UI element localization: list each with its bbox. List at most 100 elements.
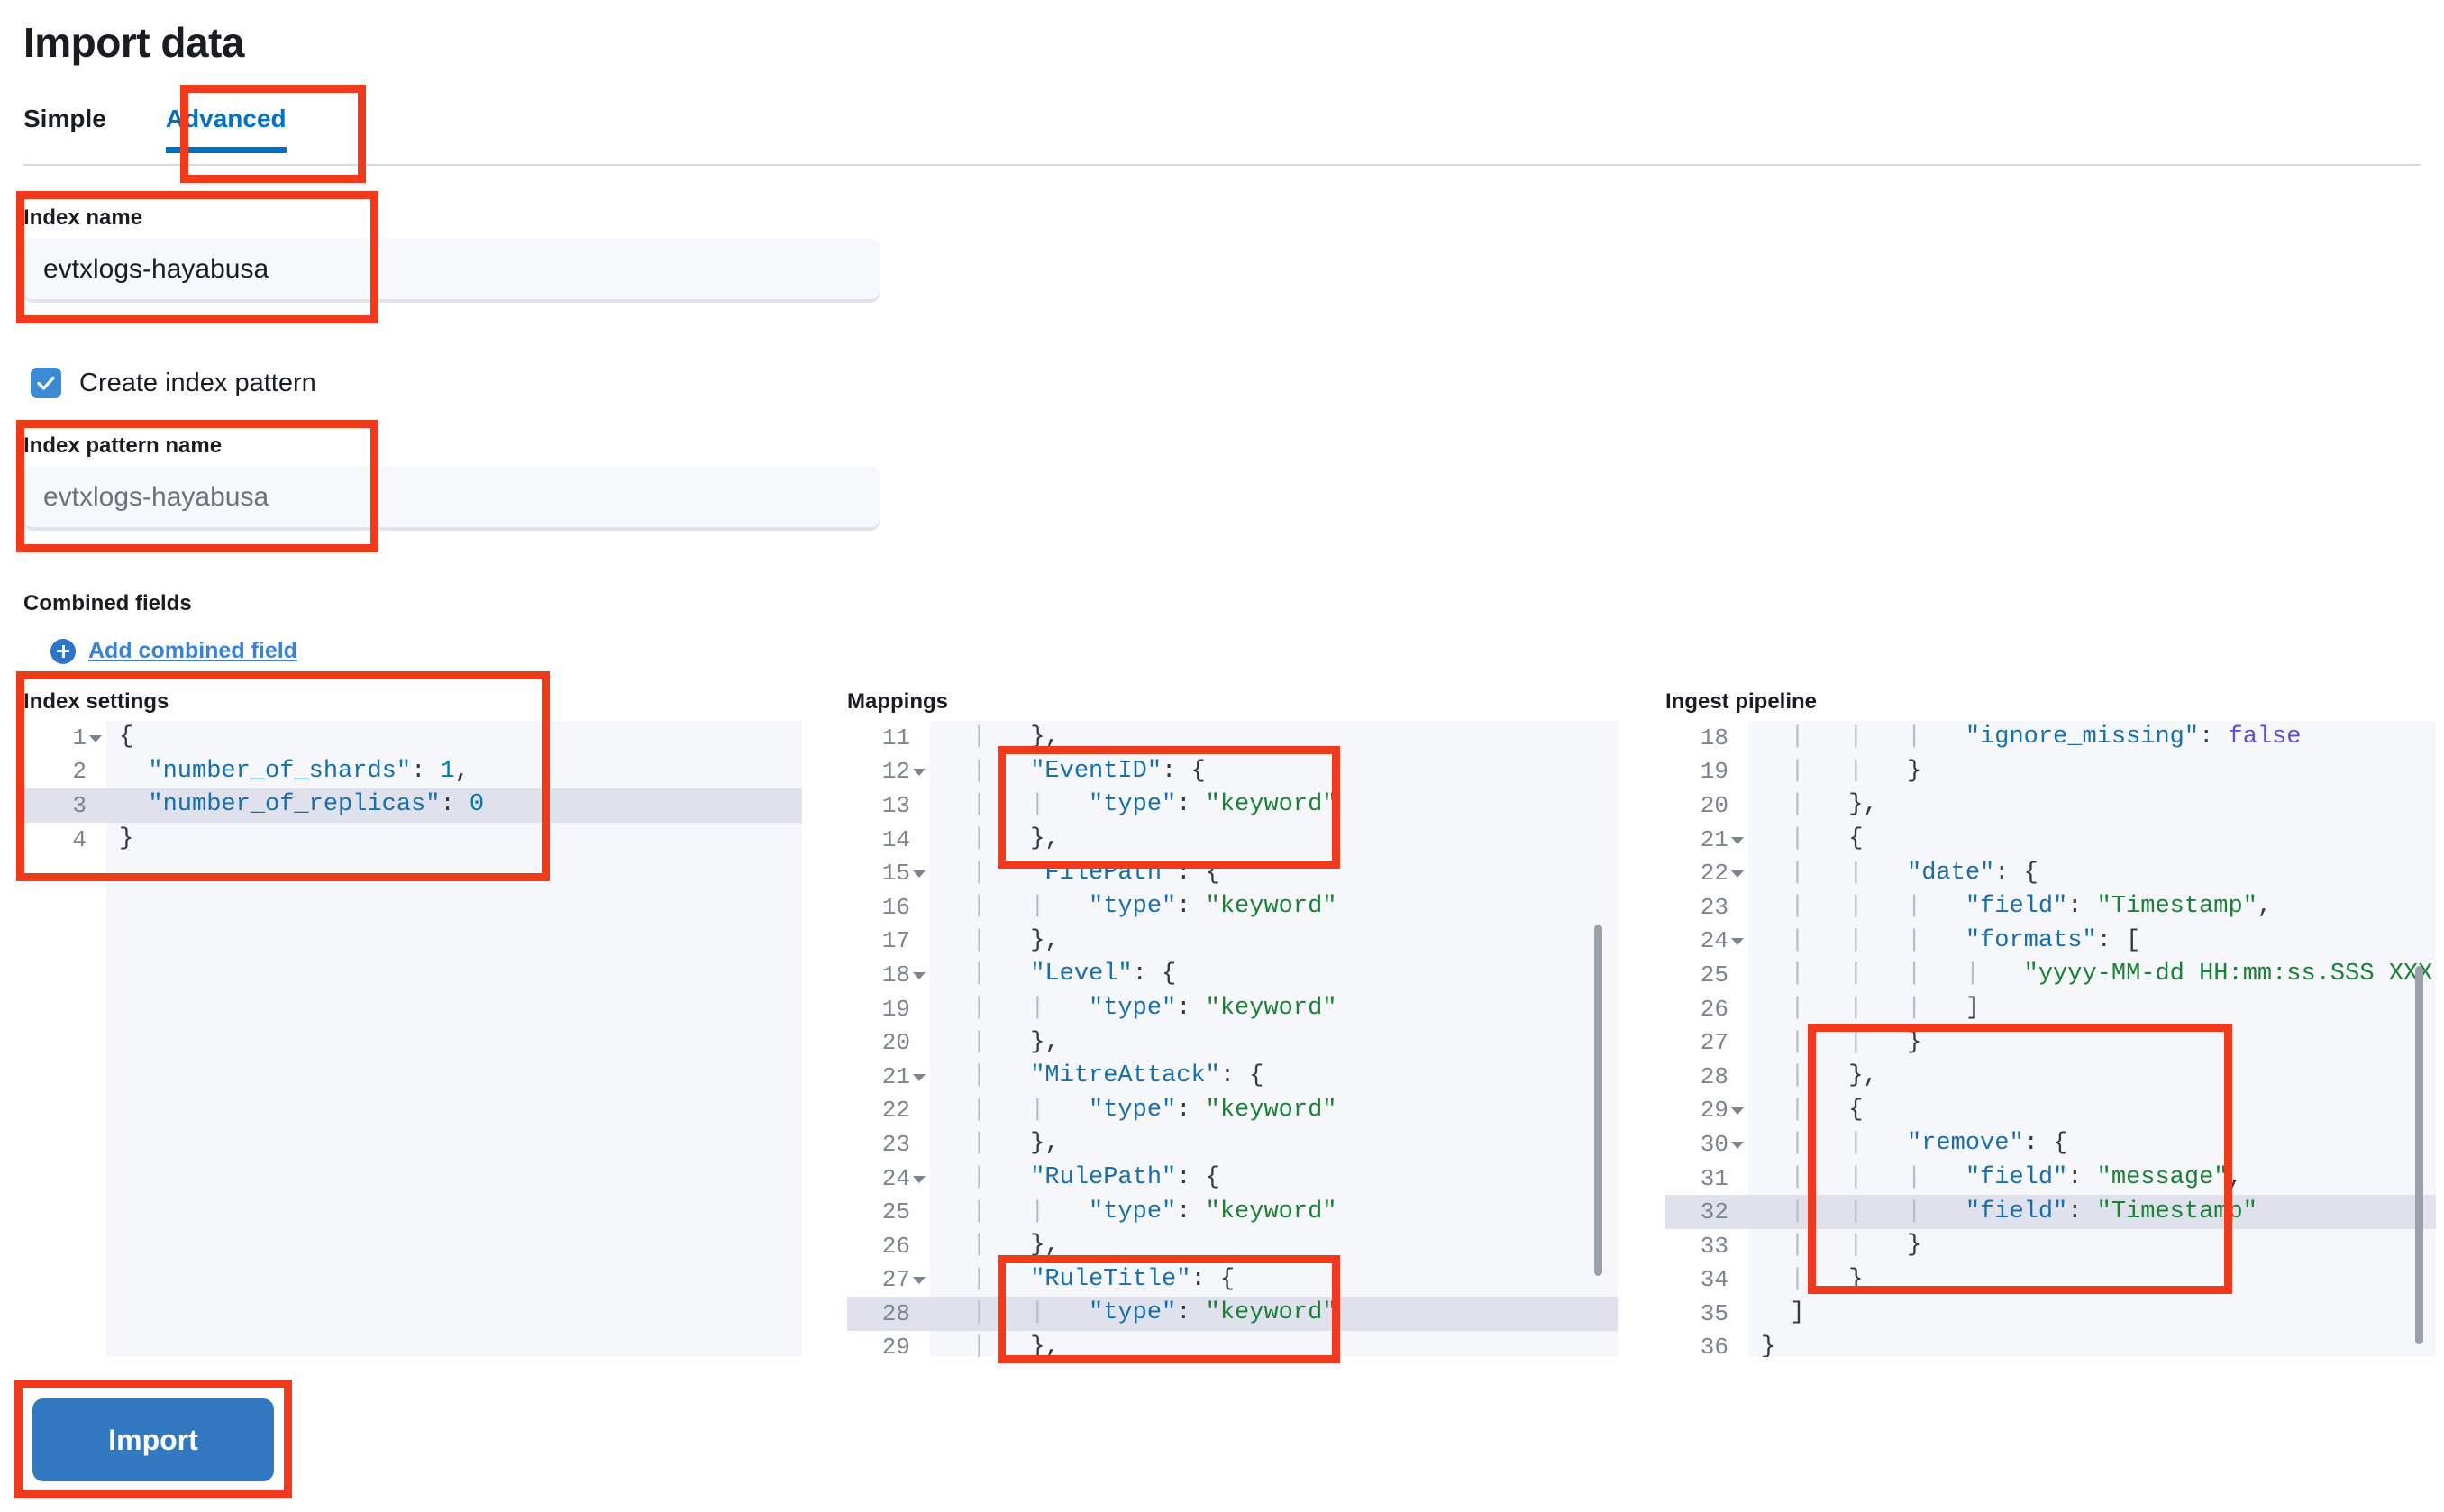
code-text: | "Level": { — [971, 961, 1177, 988]
line-number: 19 — [881, 995, 910, 1023]
code-line[interactable]: 3 "number_of_replicas": 0 — [23, 788, 802, 823]
code-line[interactable]: 27 | | } — [1665, 1025, 2436, 1060]
code-line[interactable]: 35 ] — [1665, 1297, 2436, 1331]
code-text: | "EventID": { — [971, 757, 1206, 785]
line-number: 24 — [1700, 927, 1728, 955]
code-text: | | "type": "keyword" — [971, 1198, 1337, 1225]
page-title: Import data — [23, 19, 244, 66]
line-number: 23 — [881, 1130, 910, 1158]
code-line[interactable]: 16 | | "type": "keyword" — [847, 890, 1618, 925]
code-line[interactable]: 2 "number_of_shards": 1, — [23, 755, 802, 789]
code-line[interactable]: 28 | }, — [1665, 1060, 2436, 1094]
line-number: 16 — [881, 893, 910, 921]
tab-simple[interactable]: Simple — [23, 105, 106, 132]
code-line[interactable]: 24 | | | "formats": [ — [1665, 925, 2436, 959]
code-text: | | "remove": { — [1790, 1130, 2068, 1158]
code-line[interactable]: 17 | }, — [847, 925, 1618, 959]
code-line[interactable]: 20 | }, — [1665, 788, 2436, 823]
plus-circle-icon — [50, 638, 76, 664]
code-line[interactable]: 23 | | | "field": "Timestamp", — [1665, 890, 2436, 925]
mappings-editor[interactable]: 11 | },12 | "EventID": {13 | | "type": "… — [847, 721, 1618, 1357]
code-line[interactable]: 25 | | "type": "keyword" — [847, 1195, 1618, 1229]
code-line[interactable]: 31 | | | "field": "message", — [1665, 1161, 2436, 1196]
line-number: 25 — [1700, 961, 1728, 988]
code-line[interactable]: 12 | "EventID": { — [847, 755, 1618, 789]
ingest-pipeline-title: Ingest pipeline — [1665, 689, 1818, 714]
code-line[interactable]: 11 | }, — [847, 721, 1618, 755]
gutter-background — [847, 721, 930, 1357]
code-text: | "RuleTitle": { — [971, 1265, 1236, 1293]
tab-advanced[interactable]: Advanced — [133, 97, 312, 153]
code-line[interactable]: 30 | | "remove": { — [1665, 1127, 2436, 1161]
code-line[interactable]: 18 | "Level": { — [847, 958, 1618, 992]
line-number: 26 — [881, 1232, 910, 1260]
code-line[interactable]: 22 | | "date": { — [1665, 856, 2436, 890]
line-number: 19 — [1700, 758, 1728, 786]
index-settings-editor[interactable]: 1{2 "number_of_shards": 1,3 "number_of_r… — [23, 721, 802, 1357]
line-number: 29 — [1700, 1097, 1728, 1125]
code-line[interactable]: 24 | "RulePath": { — [847, 1161, 1618, 1196]
code-line[interactable]: 29 | }, — [847, 1331, 1618, 1357]
line-number: 31 — [1700, 1164, 1728, 1192]
code-line[interactable]: 36} — [1665, 1331, 2436, 1357]
code-line[interactable]: 13 | | "type": "keyword" — [847, 788, 1618, 823]
code-line[interactable]: 32 | | | "field": "Timestamp" — [1665, 1195, 2436, 1229]
mappings-scrollbar[interactable] — [1594, 925, 1602, 1276]
create-index-pattern-checkbox[interactable]: Create index pattern — [31, 368, 316, 398]
code-line[interactable]: 22 | | "type": "keyword" — [847, 1094, 1618, 1128]
code-text: | }, — [1790, 791, 1878, 819]
index-name-input[interactable] — [23, 238, 880, 303]
code-line[interactable]: 29 | { — [1665, 1094, 2436, 1128]
code-text: | | | "ignore_missing": false — [1790, 724, 2302, 751]
code-text: | "MitreAttack": { — [971, 1062, 1264, 1090]
code-text: | | "type": "keyword" — [971, 791, 1337, 819]
code-line[interactable]: 21 | "MitreAttack": { — [847, 1060, 1618, 1094]
code-line[interactable]: 20 | }, — [847, 1025, 1618, 1060]
add-combined-field-button[interactable]: Add combined field — [50, 638, 297, 664]
line-number: 17 — [881, 927, 910, 955]
code-line[interactable]: 23 | }, — [847, 1127, 1618, 1161]
code-text: | | } — [1790, 757, 1922, 785]
line-number: 25 — [881, 1198, 910, 1226]
code-line[interactable]: 14 | }, — [847, 823, 1618, 857]
line-number: 18 — [881, 961, 910, 988]
code-text: | "RulePath": { — [971, 1164, 1220, 1192]
code-line[interactable]: 19 | | "type": "keyword" — [847, 992, 1618, 1026]
code-line[interactable]: 34 | } — [1665, 1263, 2436, 1298]
index-name-label: Index name — [23, 205, 143, 230]
combined-fields-label: Combined fields — [23, 591, 192, 615]
tab-divider — [23, 164, 2421, 166]
code-line[interactable]: 15 | "FilePath": { — [847, 856, 1618, 890]
code-line[interactable]: 26 | | | ] — [1665, 992, 2436, 1026]
line-number: 15 — [881, 860, 910, 888]
code-text: | }, — [971, 926, 1060, 954]
line-number: 4 — [72, 825, 87, 853]
tab-bar: Simple Advanced — [23, 97, 312, 153]
code-line[interactable]: 18 | | | "ignore_missing": false — [1665, 721, 2436, 755]
code-text: "number_of_shards": 1, — [148, 757, 470, 785]
code-text: | | | | "yyyy-MM-dd HH:mm:ss.SSS XXX" — [1790, 961, 2436, 988]
code-line[interactable]: 21 | { — [1665, 823, 2436, 857]
code-line[interactable]: 25 | | | | "yyyy-MM-dd HH:mm:ss.SSS XXX" — [1665, 958, 2436, 992]
line-number: 32 — [1700, 1198, 1728, 1226]
code-text: | } — [1790, 1265, 1864, 1293]
line-number: 22 — [1700, 860, 1728, 888]
import-button[interactable]: Import — [32, 1398, 274, 1481]
create-index-pattern-label: Create index pattern — [79, 368, 316, 397]
code-text: | | | "formats": [ — [1790, 926, 2141, 954]
index-pattern-name-input[interactable] — [23, 466, 880, 531]
code-line[interactable]: 26 | }, — [847, 1229, 1618, 1263]
line-number: 14 — [881, 825, 910, 853]
code-line[interactable]: 28 | | "type": "keyword" — [847, 1297, 1618, 1331]
mappings-title: Mappings — [847, 689, 948, 714]
code-line[interactable]: 27 | "RuleTitle": { — [847, 1263, 1618, 1298]
ingest-pipeline-scrollbar[interactable] — [2415, 966, 2423, 1344]
code-line[interactable]: 1{ — [23, 721, 802, 755]
line-number: 33 — [1700, 1232, 1728, 1260]
code-line[interactable]: 33 | | } — [1665, 1229, 2436, 1263]
code-line[interactable]: 4} — [23, 823, 802, 857]
code-line[interactable]: 19 | | } — [1665, 755, 2436, 789]
code-text: } — [1761, 1333, 1776, 1357]
